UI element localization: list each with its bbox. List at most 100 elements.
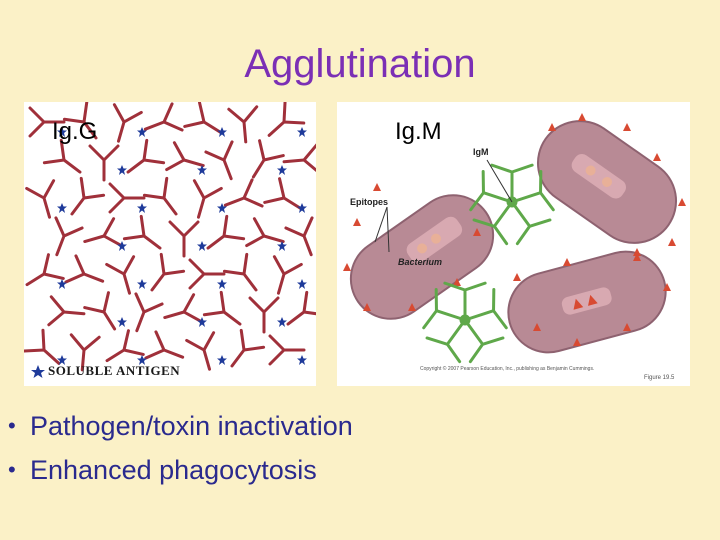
igg-antibody <box>163 293 203 324</box>
igg-antibody <box>25 179 56 219</box>
bullet-item: • Enhanced phagocytosis <box>8 448 353 492</box>
antigen-star <box>297 203 307 213</box>
epitope-mark <box>353 218 361 226</box>
bullet-marker: • <box>8 413 16 438</box>
bullet-list: • Pathogen/toxin inactivation • Enhanced… <box>8 404 353 492</box>
igg-antibody <box>282 143 316 175</box>
antigen-star <box>277 165 287 175</box>
epitope-mark <box>668 238 676 246</box>
igm-label: Ig.M <box>395 118 442 145</box>
epitope-mark <box>373 183 381 191</box>
copyright-text: Copyright © 2007 Pearson Education, Inc.… <box>420 366 595 372</box>
igg-antibody <box>263 177 303 211</box>
epitope-mark <box>408 303 416 311</box>
igg-antibody <box>134 292 164 333</box>
igg-antibody <box>245 217 285 248</box>
igg-antibody <box>105 329 145 363</box>
igg-antibody <box>202 290 242 326</box>
igg-antibody <box>42 138 82 174</box>
antigen-star <box>137 203 147 213</box>
igg-antibody <box>267 102 306 137</box>
igm-arm <box>463 318 505 364</box>
epitope-mark <box>623 323 631 331</box>
igg-antibody <box>284 216 314 257</box>
igg-antibody <box>64 254 105 284</box>
igg-antibody <box>251 139 285 179</box>
epitope-mark <box>548 123 556 131</box>
bacterium-left <box>349 194 495 320</box>
antigen-star <box>277 317 287 327</box>
igg-antibody <box>185 331 216 371</box>
igg-lattice-image <box>24 102 316 372</box>
epitope-mark <box>453 278 461 286</box>
igg-antibody <box>105 255 136 295</box>
igg-lattice-figure <box>24 102 316 386</box>
igg-antibody <box>272 255 303 295</box>
epitope-mark <box>533 323 541 331</box>
antigen-star <box>57 355 67 365</box>
igg-antibody <box>223 178 264 208</box>
igg-antibody <box>150 252 186 292</box>
igg-antibody <box>112 103 143 143</box>
igg-antibody <box>206 214 246 250</box>
igg-antibody <box>28 106 66 138</box>
igg-antibody <box>83 291 117 331</box>
antigen-star <box>297 127 307 137</box>
igm-arm <box>463 287 508 330</box>
antigen-star <box>57 203 67 213</box>
igm-figure-label: IgM <box>473 147 489 157</box>
igg-antibody <box>142 176 178 216</box>
antigen-star <box>137 279 147 289</box>
igg-antibody <box>165 141 205 172</box>
antigen-star <box>137 355 147 365</box>
antigen-star <box>57 127 67 137</box>
epitope-mark <box>663 283 671 291</box>
antigen-star <box>197 317 207 327</box>
epitope-mark <box>653 153 661 161</box>
igm-arm <box>510 200 552 246</box>
epitope-mark <box>678 198 686 206</box>
figure-number: Figure 19.5 <box>644 375 675 381</box>
igg-antibody <box>83 217 123 248</box>
igg-antibody <box>88 144 120 182</box>
epitope-mark <box>623 123 631 131</box>
antigen-star <box>197 241 207 251</box>
epitopes-label: Epitopes <box>350 197 389 207</box>
igm-bacteria-figure <box>337 102 690 386</box>
bullet-marker: • <box>8 457 16 482</box>
igm-center <box>459 314 471 326</box>
antigen-star <box>117 241 127 251</box>
slide-title: Agglutination <box>244 42 476 86</box>
igg-antibody <box>69 333 101 372</box>
epitope-mark <box>363 303 371 311</box>
igm-arm <box>425 318 467 364</box>
igg-antibody <box>62 102 98 140</box>
igg-antibody <box>143 102 184 132</box>
epitope-mark <box>473 228 481 236</box>
antigen-star <box>277 241 287 251</box>
igg-antibody <box>268 334 306 366</box>
bacterium-bottom <box>507 250 667 354</box>
igg-label: Ig.G <box>52 118 98 145</box>
igg-antibody <box>144 330 185 360</box>
igg-antibody <box>108 182 146 214</box>
igg-antibody <box>192 179 223 219</box>
igg-antibody <box>183 102 223 135</box>
antigen-star <box>217 355 227 365</box>
antigen-star <box>217 279 227 289</box>
antigen-star <box>137 127 147 137</box>
igg-antibody <box>230 328 266 368</box>
igg-antibody <box>25 253 65 287</box>
antigen-star <box>217 203 227 213</box>
antigen-star <box>197 165 207 175</box>
antigen-star <box>117 317 127 327</box>
antigen-star <box>217 127 227 137</box>
bacterium-top <box>536 120 678 244</box>
bullet-text: Pathogen/toxin inactivation <box>30 411 353 441</box>
antigen-star <box>57 279 67 289</box>
igg-antibody <box>47 295 86 327</box>
igm-bacteria-image <box>343 113 686 364</box>
epitope-mark <box>513 273 521 281</box>
epitope-mark <box>563 258 571 266</box>
bullet-text: Enhanced phagocytosis <box>30 455 317 485</box>
